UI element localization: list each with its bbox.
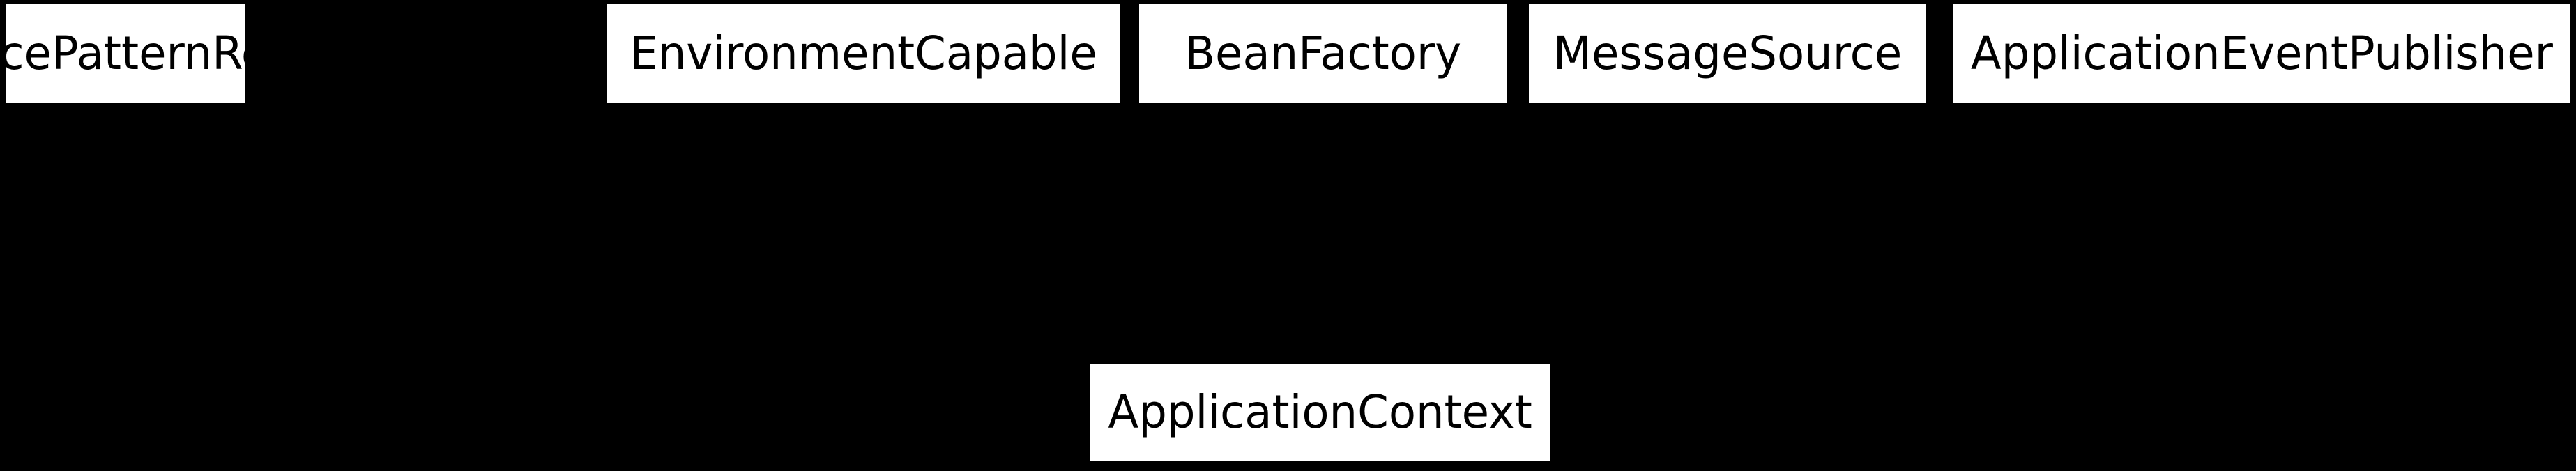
arrowhead-bean-factory: [1306, 102, 1339, 128]
class-box-application-event-publisher[interactable]: ApplicationEventPublisher: [1952, 3, 2571, 104]
connector-to-resource-pattern-resolver: [124, 115, 1152, 363]
arrowhead-environment-capable: [848, 102, 880, 128]
connector-to-application-event-publisher: [1491, 115, 2263, 363]
arrowhead-application-event-publisher: [2246, 102, 2278, 128]
class-box-label: EnvironmentCapable: [630, 26, 1098, 80]
class-box-label: BeanFactory: [1184, 26, 1461, 80]
class-box-label: ResourcePatternResolver: [6, 26, 245, 80]
connector-to-bean-factory: [1319, 115, 1324, 363]
class-box-resource-pattern-resolver[interactable]: ResourcePatternResolver: [5, 3, 245, 104]
class-box-environment-capable[interactable]: EnvironmentCapable: [607, 3, 1121, 104]
connector-to-message-source: [1421, 115, 1728, 363]
class-box-label: ApplicationEventPublisher: [1970, 26, 2553, 80]
class-box-application-context[interactable]: ApplicationContext: [1090, 363, 1550, 462]
class-box-message-source[interactable]: MessageSource: [1528, 3, 1926, 104]
class-box-bean-factory[interactable]: BeanFactory: [1138, 3, 1507, 104]
arrowhead-message-source: [1711, 102, 1743, 128]
arrowhead-resource-pattern-resolver: [109, 102, 142, 128]
connector-to-environment-capable: [862, 115, 1221, 363]
class-box-label: MessageSource: [1553, 26, 1902, 80]
class-box-label: ApplicationContext: [1108, 385, 1532, 439]
connector-group: [109, 102, 2278, 363]
